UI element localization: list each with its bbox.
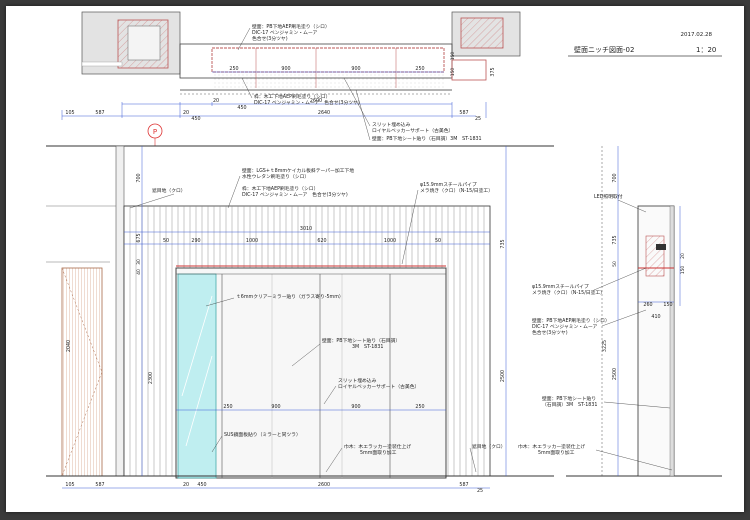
- elev-dim-mid-1: 250: [223, 404, 232, 410]
- elev-base-1: 105: [65, 482, 74, 488]
- elev-kuro-bottom: 遮目地（クロ）: [472, 443, 506, 450]
- sec-dim-h1: 260: [643, 302, 652, 308]
- elev-dim-lv-2: 675: [136, 233, 142, 242]
- sec-wall-note-2: DIC-17 ベンジャミン・ムーア: [532, 324, 598, 330]
- elev-dim-lv-1: 700: [136, 173, 142, 182]
- plan-dim-b1: 20: [213, 98, 219, 104]
- plan-base-4: 450: [191, 116, 200, 122]
- elev-sus-note: SUS鏡面板貼り（ミラーと同ツラ）: [224, 431, 301, 438]
- elev-sakuzai-1: 巾木：木エラッカー塗装仕上げ: [344, 443, 411, 450]
- elev-dim-r2-1: 50: [163, 238, 169, 244]
- elev-base-6: 587: [459, 482, 468, 488]
- sec-pipe-note2: メラ焼き（クロ）（N-15/日塗工）: [532, 289, 605, 296]
- elev-wall-sheet-1: 壁面：PB下地シート貼り（石目調）: [322, 337, 400, 344]
- plan-note-2: DIC-17 ベンジャミン・ムーア: [252, 30, 318, 36]
- sec-dim-v3: 50: [612, 261, 618, 267]
- sec-dim-v5: 2500: [612, 368, 618, 380]
- elev-dim-lv-5: 2300: [148, 372, 154, 384]
- plan-dim-3: 900: [351, 66, 360, 72]
- sec-dim-h2: 150: [663, 302, 672, 308]
- sec-sheet-note-1: 壁面：PB下地シート貼り: [542, 395, 596, 402]
- elev-base-3: 20: [183, 482, 189, 488]
- elev-base-4: 450: [197, 482, 206, 488]
- plan-dim-1: 250: [229, 66, 238, 72]
- sheet-title: 壁面ニッチ図面-02: [574, 45, 634, 54]
- elev-dim-mid-4: 250: [415, 404, 424, 410]
- elev-dim-r2-2: 290: [191, 238, 200, 244]
- plan-dim-4: 250: [415, 66, 424, 72]
- plan-base-6: 587: [459, 110, 468, 116]
- elev-note-top-1: 壁面：LGS+ｔ8mmケイカル板斜テーパー加工下地: [242, 167, 354, 174]
- elev-dim-r2-3: 1000: [246, 238, 258, 244]
- sec-wall-note-1: 壁面：PB下地AEP刷毛塗り（シロ）: [532, 317, 610, 324]
- elev-dim-rv-2: 2500: [500, 370, 506, 382]
- elev-dim-mid-2: 900: [271, 404, 280, 410]
- sec-habaki-1: 巾木：木エラッカー塗装仕上げ: [518, 443, 585, 450]
- plan-dim-b2: 2600: [310, 98, 322, 104]
- elev-pipe-note2: メラ焼き（クロ）（N-15/日塗工）: [420, 187, 493, 194]
- elev-base-5: 2600: [318, 482, 330, 488]
- section-marker-label: P: [153, 128, 157, 136]
- elev-dim-r2-4: 620: [317, 238, 326, 244]
- plan-dim-2: 900: [281, 66, 290, 72]
- sec-wall-note-3: 色合せ(3分ツヤ): [532, 329, 568, 336]
- plan-dim-b3: 450: [237, 105, 246, 111]
- elev-base-7: 25: [477, 488, 483, 494]
- elev-wall-sheet-2: 3M ST-1831: [352, 344, 383, 350]
- section-marker: P: [147, 123, 163, 146]
- sec-led-note: LED照明取付: [594, 193, 623, 200]
- sec-sheet-note-2: （石目調）3M ST-1831: [542, 401, 597, 408]
- drawing-canvas: 2017.02.28 壁面ニッチ図面-02 1：20 250 900 900 2…: [46, 11, 722, 494]
- title-block: 2017.02.28 壁面ニッチ図面-02 1：20: [568, 32, 722, 57]
- plan-base-7: 25: [475, 116, 481, 122]
- sec-dim-h3: 410: [651, 314, 660, 320]
- elev-label-kuro: 遮目地（クロ）: [152, 187, 186, 194]
- plan-note-3: 色合せ(3分ツヤ): [252, 35, 288, 42]
- plan-base-2: 587: [95, 110, 104, 116]
- elev-base-2: 587: [95, 482, 104, 488]
- elev-dim-r2-5: 1000: [384, 238, 396, 244]
- plan-note-7: ロイヤルベッカーサポート（古美色）: [372, 127, 453, 134]
- elev-door-dim: 2040: [66, 340, 72, 352]
- sec-dim-v1: 700: [612, 173, 618, 182]
- sec-dim-v2: 735: [612, 235, 618, 244]
- sheet-date: 2017.02.28: [681, 32, 713, 38]
- plan-base-3: 20: [183, 110, 189, 116]
- plan-base-1: 105: [65, 110, 74, 116]
- sec-dim-s1: 20: [680, 253, 686, 259]
- plan-base-5: 2640: [318, 110, 330, 116]
- plan-view: 250 900 900 250 375 150 150 20 2600 450 …: [61, 11, 521, 142]
- elev-note-top-3: 枠：木工下地AEP刷毛塗り（シロ）: [242, 185, 318, 192]
- plan-note-4: 枠：木工下地AEP刷毛塗り（シロ）: [254, 93, 330, 100]
- sheet-scale: 1：20: [696, 46, 716, 54]
- elev-dim-top: 3010: [300, 226, 312, 232]
- elev-slit-note-1: スリット埋め込み: [338, 377, 377, 384]
- elev-dim-mid-3: 900: [351, 404, 360, 410]
- plan-note-8: 壁面：PB下地シート貼り（石目調）3M ST-1831: [372, 135, 482, 142]
- sec-pipe-note: φ15.9mmスチールパイプ: [532, 284, 589, 290]
- elev-pipe-note: φ15.9mmスチールパイプ: [420, 182, 477, 188]
- plan-note-5: DIC-17 ベンジャミン・ムーア 色合せ(3分ツヤ): [254, 99, 360, 106]
- plan-dim-side: 375: [490, 67, 496, 76]
- elev-dim-rv-1: 735: [500, 239, 506, 248]
- elev-note-top-2: 水性ウレタン刷毛塗り（シロ）: [242, 173, 309, 180]
- section-view: LED照明取付 φ15.9mmスチールパイプ メラ焼き（クロ）（N-15/日塗工…: [518, 146, 722, 477]
- elev-dim-r2-6: 50: [435, 238, 441, 244]
- elev-dim-lv-3: 30: [136, 259, 142, 265]
- elev-slit-note-2: ロイヤルベッカーサポート（古美色）: [338, 383, 419, 390]
- plan-note-6: スリット埋め込み: [372, 121, 411, 128]
- elev-sakuzai-2: 5mm面取り加工: [360, 449, 397, 456]
- plan-dim-r1: 150: [450, 52, 456, 61]
- drawing-sheet: 2017.02.28 壁面ニッチ図面-02 1：20 250 900 900 2…: [6, 6, 744, 512]
- elev-note-top-4: DIC-17 ベンジャミン・ムーア 色合せ(3分ツヤ): [242, 191, 348, 198]
- sec-dim-v4: 3225: [602, 340, 608, 352]
- elev-dim-lv-4: 40: [136, 269, 142, 275]
- sec-habaki-2: 5mm面取り加工: [538, 449, 575, 456]
- front-elevation: 3010 50 290 1000 620 1000 50 700 675 30 …: [46, 145, 554, 494]
- plan-dim-r2: 150: [450, 68, 456, 77]
- plan-note-1: 壁面：PB下地AEP刷毛塗り（シロ）: [252, 23, 330, 30]
- elev-mirror-note: ｔ6mmクリアーミラー貼り（ガラス寄り-5mm）: [236, 293, 344, 300]
- sec-dim-s2: 150: [680, 266, 686, 275]
